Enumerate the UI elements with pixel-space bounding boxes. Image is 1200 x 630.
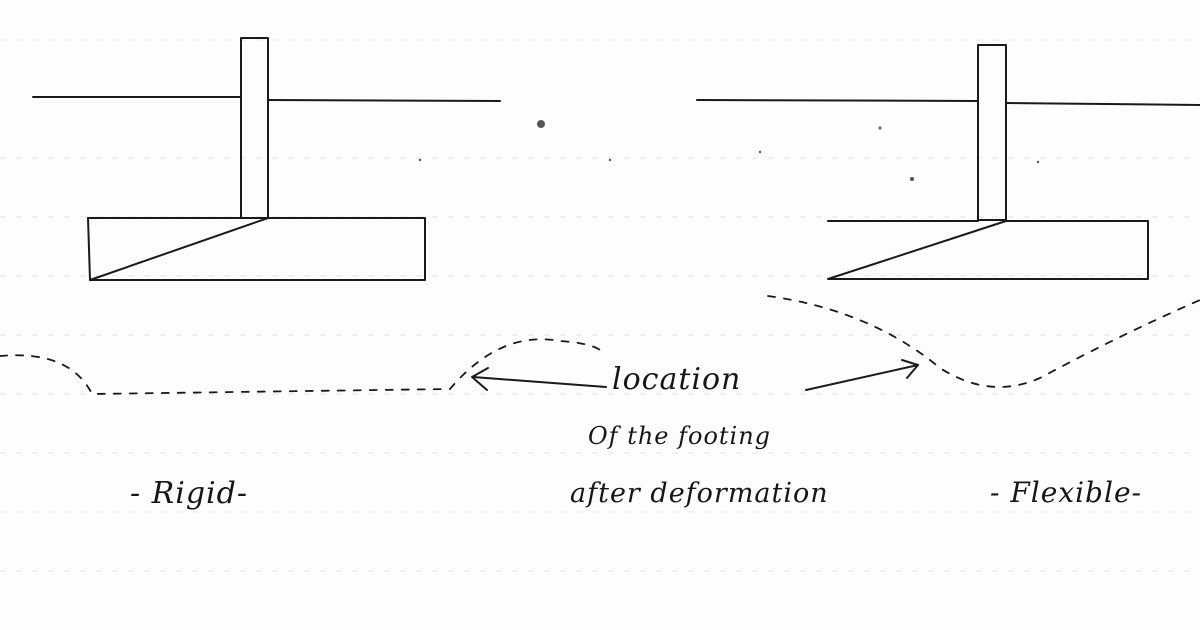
flexible-column <box>977 44 1007 221</box>
rigid-label: - Rigid- <box>130 476 248 511</box>
speck <box>910 177 914 181</box>
deformation-curves <box>0 295 1200 395</box>
annotation-arrows <box>471 359 919 391</box>
ground-line-left-b <box>267 99 501 102</box>
arrow-right-head <box>901 359 919 379</box>
flexible-footing <box>696 44 1200 280</box>
arrow-left-head <box>471 367 489 391</box>
annotation-of-the-footing: Of the footing <box>588 422 772 450</box>
arrow-right-shaft <box>805 364 919 391</box>
rigid-deformation-curve <box>0 338 601 395</box>
rigid-footing <box>32 37 501 281</box>
ground-line-right-b <box>1005 102 1200 106</box>
flexible-footing-base <box>827 220 1149 280</box>
speck <box>878 126 882 130</box>
speck <box>418 158 422 162</box>
flexible-label: - Flexible- <box>990 476 1142 509</box>
speck <box>758 150 762 154</box>
annotation-after-deformation: after deformation <box>570 478 829 509</box>
annotation-location: location <box>612 362 742 397</box>
rigid-column <box>240 37 269 219</box>
speck <box>1036 160 1040 164</box>
speck <box>608 158 612 162</box>
arrow-left-shaft <box>472 376 607 388</box>
scan-specks <box>418 120 1040 181</box>
ground-line-right-a <box>696 99 979 102</box>
rigid-footing-base <box>87 217 426 281</box>
speck <box>537 120 545 128</box>
flexible-deformation-curve <box>767 295 1200 388</box>
rigid-footing-edge <box>87 217 91 281</box>
